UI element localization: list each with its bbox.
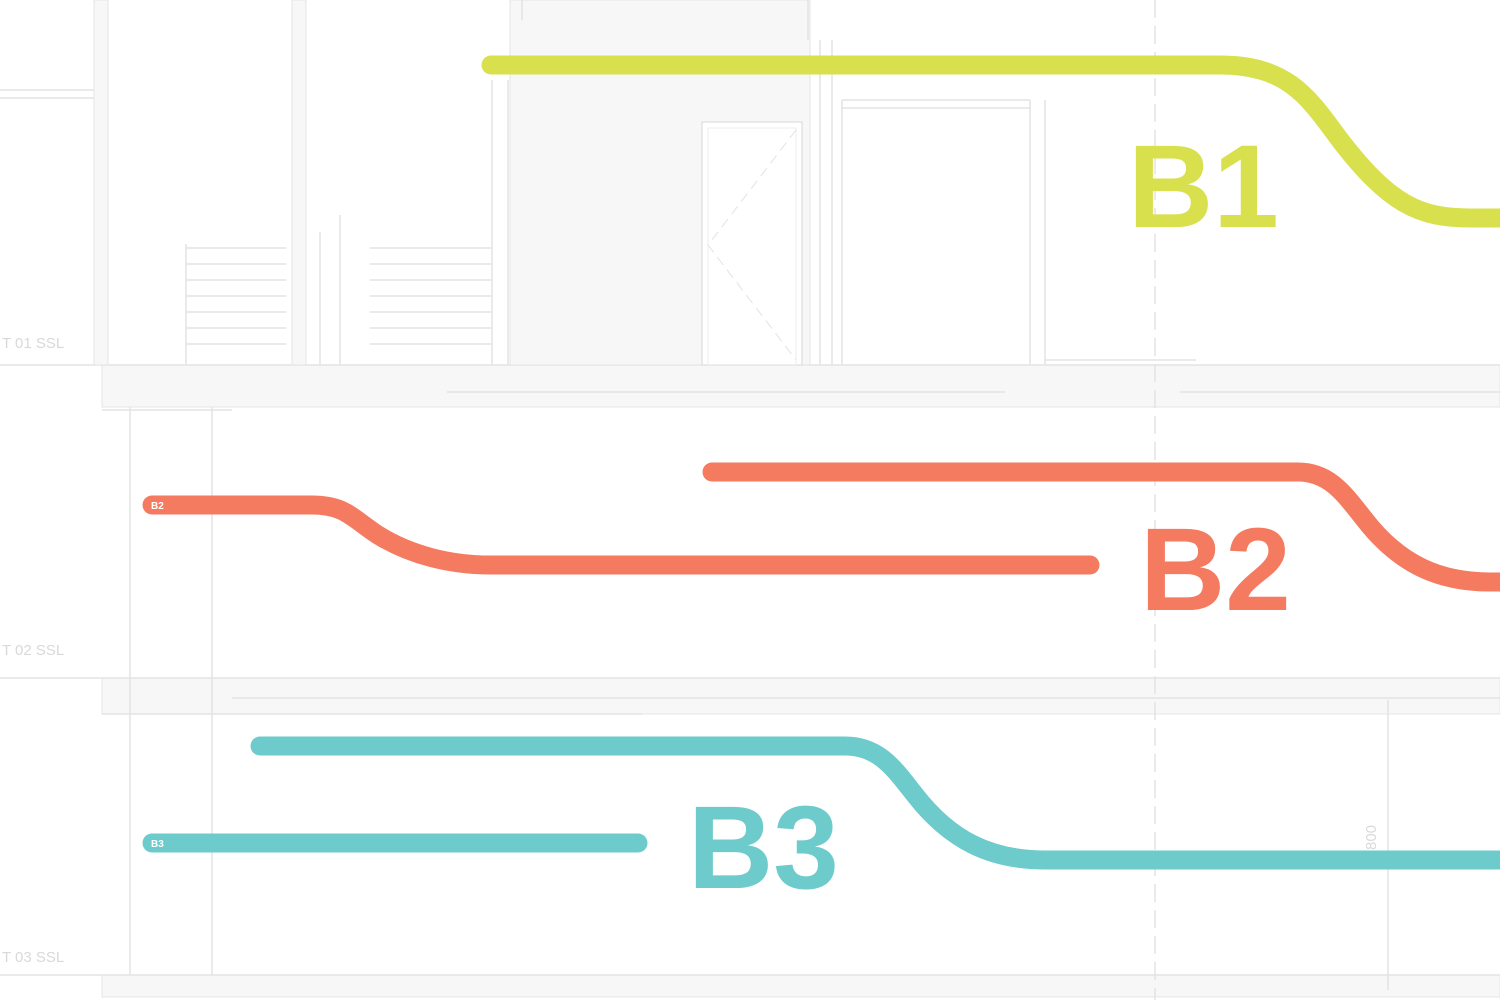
- route-b1-label: B1: [1128, 121, 1279, 253]
- slab-level-1: [101, 364, 1500, 408]
- route-b2-upper-line: [702, 462, 1500, 592]
- route-b3: B3 B3: [142, 736, 1500, 914]
- route-b2-label: B2: [1140, 504, 1291, 636]
- level-label-1: T 01 SSL: [2, 335, 64, 352]
- route-b3-upper-line: [250, 736, 1500, 870]
- route-b2-lower-line: [142, 495, 1100, 575]
- slab-level-2: [101, 677, 1500, 715]
- stair-right: [319, 215, 492, 365]
- left-wall: [93, 0, 109, 366]
- route-b2-tag: [146, 496, 180, 514]
- column-wall: [291, 0, 307, 366]
- dimension-label: 800: [1363, 825, 1380, 850]
- level-label-2: T 02 SSL: [2, 642, 64, 659]
- slab-level-3: [101, 974, 1500, 998]
- route-b2-tag-text: B2: [151, 501, 164, 512]
- door: [701, 121, 803, 366]
- route-b3-label: B3: [688, 782, 839, 914]
- route-b1-line: [481, 55, 1500, 228]
- stair-left: [185, 244, 286, 365]
- level-label-3: T 03 SSL: [2, 949, 64, 966]
- route-b3-tag-text: B3: [151, 839, 164, 850]
- route-b3-tag: [146, 834, 180, 852]
- route-b2: B2 B2: [142, 462, 1500, 636]
- route-b1: B1: [481, 55, 1500, 253]
